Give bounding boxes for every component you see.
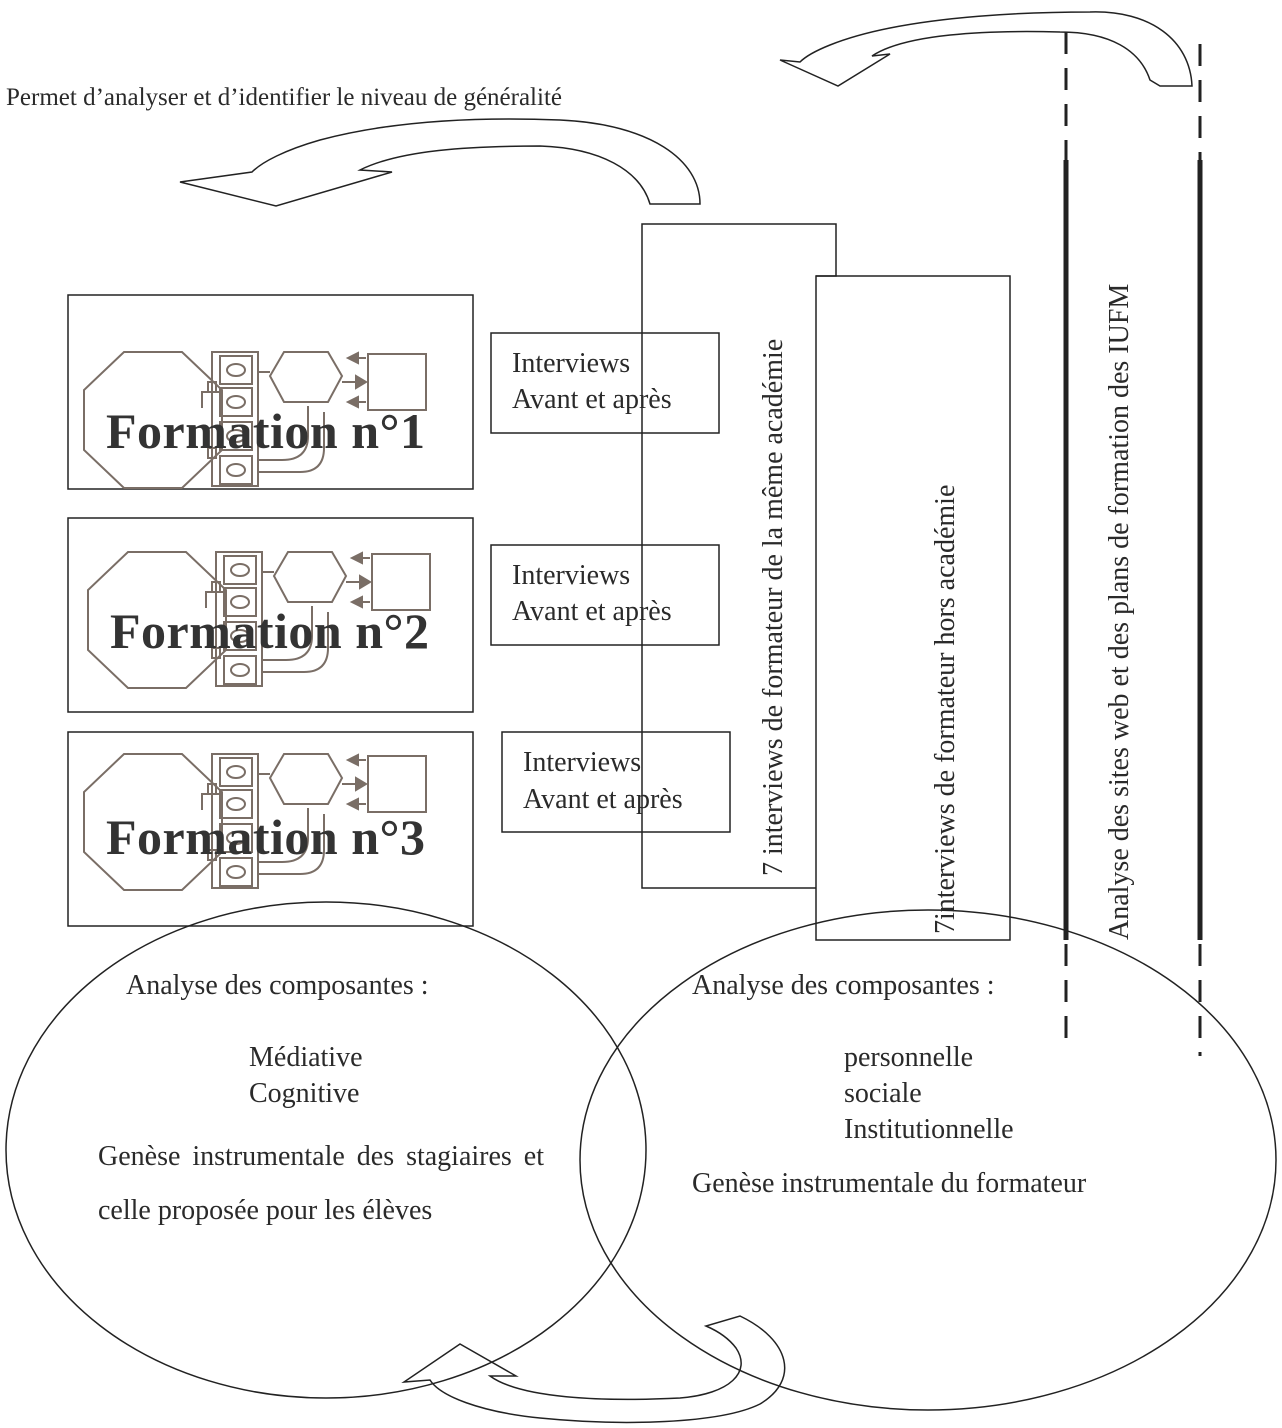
curved-arrow-upper-left <box>179 118 701 207</box>
right-ellipse <box>579 909 1277 1411</box>
right-ellipse-title: Analyse des composantes : <box>692 970 995 1001</box>
formation-box-1 <box>67 294 474 490</box>
left-component-2: Cognitive <box>249 1078 360 1109</box>
formation-box-2 <box>67 517 474 713</box>
interview-2-line1: Interviews <box>512 560 631 591</box>
interview-1-line1: Interviews <box>512 348 631 379</box>
other-academy-box <box>815 275 1011 941</box>
curved-arrow-bottom <box>401 1315 786 1424</box>
interview-box-2 <box>490 544 720 646</box>
same-academy-label: 7 interviews de formateur de la même aca… <box>758 338 789 876</box>
interview-3-line1: Interviews <box>523 747 642 778</box>
formation-box-3 <box>67 731 474 927</box>
right-component-3: Institutionnelle <box>844 1114 1014 1145</box>
left-component-1: Médiative <box>249 1042 363 1073</box>
interview-3-line2: Avant et après <box>523 784 683 815</box>
top-caption: Permet d’analyser et d’identifier le niv… <box>6 84 562 111</box>
left-genesis-text: Genèse instrumentale des stagiaires et c… <box>98 1141 544 1226</box>
interview-box-3 <box>501 731 731 833</box>
other-academy-label: 7interviews de formateur hors académie <box>930 484 961 934</box>
right-component-1: personnelle <box>844 1042 974 1073</box>
right-component-2: sociale <box>844 1078 922 1109</box>
curved-arrow-top-right <box>779 11 1193 87</box>
interview-2-line2: Avant et après <box>512 596 672 627</box>
left-ellipse <box>5 901 647 1399</box>
interview-1-line2: Avant et après <box>512 384 672 415</box>
left-ellipse-title: Analyse des composantes : <box>126 970 429 1001</box>
websites-label: Analyse des sites web et des plans de fo… <box>1104 283 1135 940</box>
formation-title-2: Formation n°2 <box>110 603 430 659</box>
formation-title-3: Formation n°3 <box>106 809 426 865</box>
formation-title-1: Formation n°1 <box>106 403 426 459</box>
right-genesis-text: Genèse instrumentale du formateur <box>692 1168 1087 1199</box>
interview-box-1 <box>490 332 720 434</box>
